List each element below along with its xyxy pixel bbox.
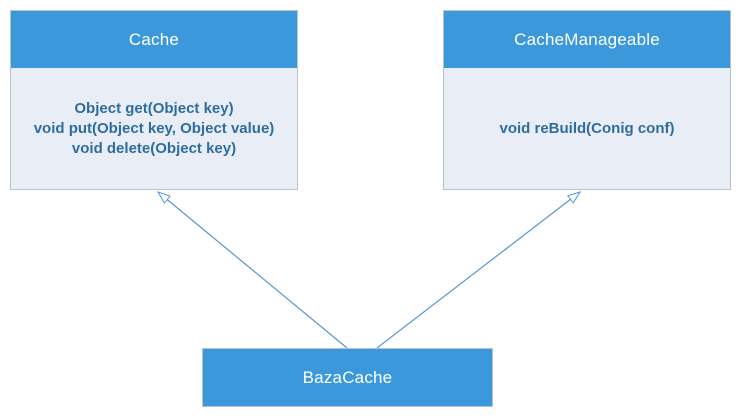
class-title-cachemanageable: CacheManageable <box>514 29 660 49</box>
method-signature: void put(Object key, Object value) <box>33 119 275 137</box>
generalization-arrow-to-cachemanageable <box>376 192 580 349</box>
class-box-cache: Cache Object get(Object key) void put(Ob… <box>10 10 298 190</box>
class-title-cache: Cache <box>128 29 180 49</box>
class-title-bazacache: BazaCache <box>302 367 393 387</box>
generalization-arrow-to-cache <box>158 192 348 349</box>
class-box-bazacache: BazaCache <box>202 348 493 407</box>
class-box-cachemanageable: CacheManageable void reBuild(Conig conf) <box>443 10 731 190</box>
class-body-cachemanageable: void reBuild(Conig conf) <box>444 68 730 189</box>
method-signature: void reBuild(Conig conf) <box>499 119 675 137</box>
class-header-cache: Cache <box>11 11 297 68</box>
class-header-cachemanageable: CacheManageable <box>444 11 730 68</box>
class-body-cache: Object get(Object key) void put(Object k… <box>11 68 297 189</box>
method-signature: Object get(Object key) <box>74 99 234 117</box>
method-signature: void delete(Object key) <box>71 139 237 157</box>
